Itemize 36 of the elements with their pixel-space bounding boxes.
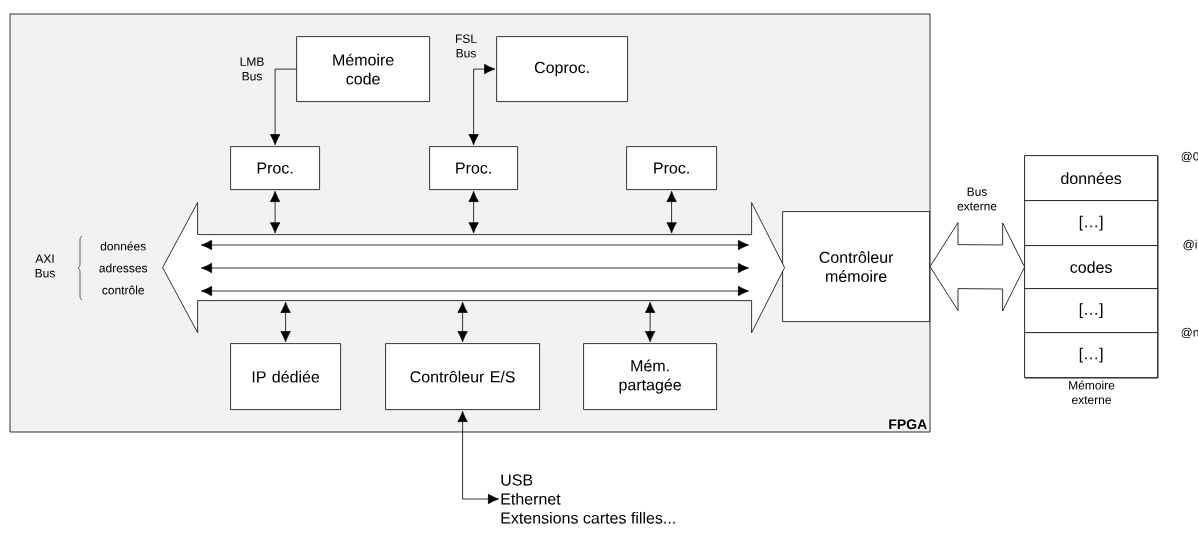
edge-label: Bus externe <box>946 186 1008 212</box>
node-label: Mémoire externe <box>1069 380 1115 405</box>
interface-list: USB Ethernet Extensions cartes filles... <box>501 474 675 524</box>
bus-label: AXI Bus <box>35 254 55 278</box>
edge-label: FSL Bus <box>445 33 487 59</box>
arrow <box>280 301 291 343</box>
bus-label: données <box>100 241 146 251</box>
address-label: @n <box>1181 327 1198 339</box>
arrow <box>457 410 500 505</box>
bus-label: adresses <box>99 263 148 273</box>
arrow <box>468 63 496 146</box>
arrow <box>666 190 677 234</box>
arrow <box>457 301 468 343</box>
processor-box: Proc. <box>230 146 320 190</box>
memory-row: données <box>1024 155 1158 201</box>
edge-label: LMB Bus <box>231 56 273 82</box>
controller-box: Contrôleur E/S <box>385 343 540 410</box>
block-arrow <box>929 222 1025 312</box>
shared-memory-box: Mém. partagée <box>583 343 717 410</box>
memory-row: codes <box>1024 245 1158 289</box>
memory-row: […] <box>1024 200 1158 246</box>
memory-box: Mémoire code <box>296 36 430 102</box>
ip-box: IP dédiée <box>230 343 341 410</box>
address-label: @0 <box>1181 151 1198 163</box>
memory-row: […] <box>1024 332 1158 378</box>
processor-box: Proc. <box>429 146 518 190</box>
memory-row: […] <box>1024 288 1158 333</box>
arrow <box>645 301 656 343</box>
arrow <box>270 68 297 146</box>
bus-label: contrôle <box>102 285 144 295</box>
arrow <box>468 190 479 234</box>
arrow <box>270 190 281 234</box>
processor-box: Proc. <box>626 146 717 190</box>
coprocessor-box: Coproc. <box>496 36 628 102</box>
controller-box: Contrôleur mémoire <box>782 211 930 322</box>
address-label: @i <box>1183 239 1197 251</box>
